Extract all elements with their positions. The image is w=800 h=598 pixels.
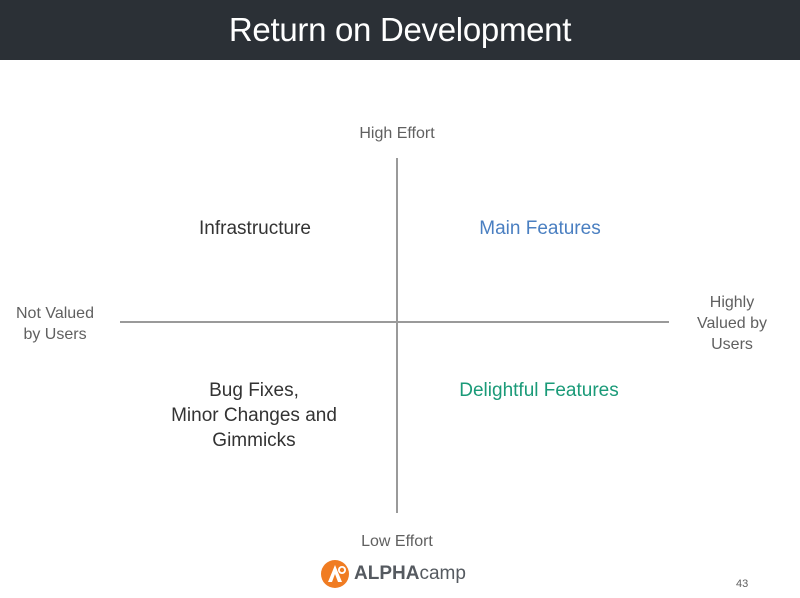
logo-alpha-text: ALPHA [354, 563, 420, 584]
quadrant-top-right: Main Features [479, 218, 601, 239]
vertical-axis [396, 158, 398, 513]
axis-label-bottom: Low Effort [361, 533, 433, 550]
logo-wordmark: ALPHAcamp [354, 559, 466, 589]
slide-header: Return on Development [0, 0, 800, 60]
quadrant-top-left: Infrastructure [199, 218, 311, 239]
quadrant-bottom-left: Bug Fixes, Minor Changes and Gimmicks [171, 380, 337, 451]
slide-title: Return on Development [228, 11, 572, 48]
logo-camp-text: camp [419, 563, 466, 584]
alphacamp-logo-icon [321, 560, 349, 588]
quadrant-bottom-right: Delightful Features [459, 380, 619, 401]
axis-label-left: Not Valued by Users [16, 305, 94, 343]
axis-label-right: Highly Valued by Users [697, 294, 767, 353]
axis-label-top: High Effort [359, 125, 435, 142]
horizontal-axis [120, 321, 669, 323]
page-number: 43 [736, 578, 749, 590]
alphacamp-logo: ALPHAcamp [320, 556, 480, 592]
